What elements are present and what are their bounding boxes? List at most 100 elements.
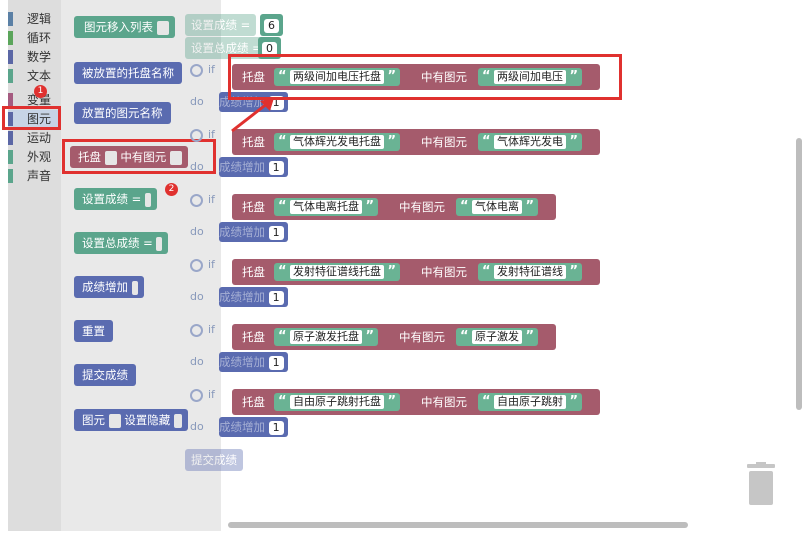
- element-name-field[interactable]: 原子激发: [472, 330, 523, 344]
- tray-text-block[interactable]: “ 原子激发托盘 ”: [274, 328, 379, 346]
- element-text-block[interactable]: “ 气体电离 ”: [456, 198, 539, 216]
- horizontal-scrollbar[interactable]: [228, 522, 688, 528]
- set-total-statement[interactable]: 设置总成绩 =: [185, 37, 268, 59]
- category-math[interactable]: 数学: [8, 48, 61, 66]
- tray-block-highlight: [62, 139, 216, 174]
- increase-value-field[interactable]: 1: [268, 355, 284, 370]
- tray-name-field[interactable]: 气体辉光发电托盘: [290, 135, 385, 149]
- reset-block[interactable]: 重置: [74, 320, 113, 342]
- category-elements[interactable]: 图元: [8, 110, 61, 128]
- element-text-block[interactable]: “ 两级间加电压 ”: [478, 68, 583, 86]
- increase-value-field[interactable]: 1: [268, 290, 284, 305]
- has-element-label: 中有图元: [421, 135, 467, 149]
- increase-value-field[interactable]: 1: [268, 160, 284, 175]
- category-label: 文本: [27, 69, 52, 83]
- element-name-field[interactable]: 气体辉光发电: [494, 135, 567, 149]
- tray-has-element-block[interactable]: 托盘 中有图元: [70, 146, 188, 168]
- tray-label: 托盘: [242, 395, 265, 409]
- score-increase-statement[interactable]: 成绩增加 1: [219, 352, 288, 372]
- if-label: if: [208, 258, 215, 271]
- category-label: 逻辑: [27, 12, 52, 26]
- trash-icon[interactable]: [746, 462, 776, 506]
- step-badge-1: 1: [34, 85, 47, 98]
- tray-label: 托盘: [242, 135, 265, 149]
- element-text-block[interactable]: “ 发射特征谱线 ”: [478, 263, 583, 281]
- arrow-icon: [231, 98, 274, 133]
- category-looks[interactable]: 外观: [8, 148, 61, 166]
- vertical-scrollbar[interactable]: [796, 138, 802, 410]
- category-motion[interactable]: 运动: [8, 129, 61, 147]
- set-score-value-block[interactable]: 6: [260, 14, 283, 36]
- gear-icon[interactable]: [190, 389, 203, 402]
- do-label: do: [190, 225, 204, 238]
- score-increase-statement[interactable]: 成绩增加 1: [219, 287, 288, 307]
- has-element-label: 中有图元: [399, 200, 445, 214]
- category-text[interactable]: 文本: [8, 67, 61, 85]
- gear-icon[interactable]: [190, 324, 203, 337]
- submit-score-statement[interactable]: 提交成绩: [185, 449, 243, 471]
- tray-name-field[interactable]: 气体电离托盘: [290, 200, 363, 214]
- tray-has-element-condition[interactable]: 托盘 “ 发射特征谱线托盘 ” 中有图元 “ 发射特征谱线 ”: [232, 259, 600, 285]
- tray-has-element-condition[interactable]: 托盘 “ 气体电离托盘 ” 中有图元 “ 气体电离 ”: [232, 194, 556, 220]
- has-element-label: 中有图元: [421, 70, 467, 84]
- tray-name-field[interactable]: 原子激发托盘: [290, 330, 363, 344]
- tray-has-element-condition[interactable]: 托盘 “ 两级间加电压托盘 ” 中有图元 “ 两级间加电压 ”: [232, 64, 600, 90]
- category-label: 图元: [27, 112, 52, 126]
- if-label: if: [208, 388, 215, 401]
- category-sound[interactable]: 声音: [8, 167, 61, 185]
- score-increase-statement[interactable]: 成绩增加 1: [219, 157, 288, 177]
- gear-icon[interactable]: [190, 259, 203, 272]
- do-label: do: [190, 160, 204, 173]
- step-badge-2: 2: [165, 183, 178, 196]
- gear-icon[interactable]: [190, 194, 203, 207]
- gear-icon[interactable]: [190, 129, 203, 142]
- elements-category-highlight: [2, 106, 61, 130]
- category-variables[interactable]: 变量: [8, 91, 61, 109]
- tray-has-element-condition[interactable]: 托盘 “ 原子激发托盘 ” 中有图元 “ 原子激发 ”: [232, 324, 556, 350]
- category-label: 声音: [27, 169, 52, 183]
- has-element-label: 中有图元: [399, 330, 445, 344]
- tray-label: 托盘: [242, 200, 265, 214]
- tray-text-block[interactable]: “ 气体电离托盘 ”: [274, 198, 379, 216]
- category-loops[interactable]: 循环: [8, 29, 61, 47]
- category-label: 循环: [27, 31, 52, 45]
- move-to-list-block[interactable]: 图元移入列表: [74, 16, 175, 38]
- element-text-block[interactable]: “ 自由原子跳射 ”: [478, 393, 583, 411]
- element-text-block[interactable]: “ 原子激发 ”: [456, 328, 539, 346]
- category-label: 外观: [27, 150, 52, 164]
- tray-has-element-condition[interactable]: 托盘 “ 气体辉光发电托盘 ” 中有图元 “ 气体辉光发电 ”: [232, 129, 600, 155]
- tray-text-block[interactable]: “ 两级间加电压托盘 ”: [274, 68, 401, 86]
- set-score-block[interactable]: 设置成绩 =: [74, 188, 157, 210]
- set-score-statement[interactable]: 设置成绩 =: [185, 14, 257, 36]
- category-logic[interactable]: 逻辑: [8, 10, 61, 28]
- element-name-field[interactable]: 发射特征谱线: [494, 265, 567, 279]
- element-name-field[interactable]: 自由原子跳射: [494, 395, 567, 409]
- score-increase-statement[interactable]: 成绩增加 1: [219, 417, 288, 437]
- set-total-score-block[interactable]: 设置总成绩 =: [74, 232, 169, 254]
- increase-value-field[interactable]: 1: [268, 225, 284, 240]
- tray-text-block[interactable]: “ 自由原子跳射托盘 ”: [274, 393, 401, 411]
- set-hidden-block[interactable]: 图元 设置隐藏: [74, 409, 188, 431]
- element-name-field[interactable]: 两级间加电压: [494, 70, 567, 84]
- score-increase-statement[interactable]: 成绩增加 1: [219, 222, 288, 242]
- set-total-value-block[interactable]: 0: [258, 37, 281, 59]
- do-label: do: [190, 290, 204, 303]
- category-label: 变量: [27, 93, 52, 107]
- increase-value-field[interactable]: 1: [268, 420, 284, 435]
- do-label: do: [190, 95, 204, 108]
- tray-has-element-condition[interactable]: 托盘 “ 自由原子跳射托盘 ” 中有图元 “ 自由原子跳射 ”: [232, 389, 600, 415]
- placed-element-name-block[interactable]: 放置的图元名称: [74, 102, 171, 124]
- do-label: do: [190, 420, 204, 433]
- tray-text-block[interactable]: “ 气体辉光发电托盘 ”: [274, 133, 401, 151]
- submit-score-block[interactable]: 提交成绩: [74, 364, 136, 386]
- score-increase-block[interactable]: 成绩增加: [74, 276, 144, 298]
- gear-icon[interactable]: [190, 64, 203, 77]
- element-text-block[interactable]: “ 气体辉光发电 ”: [478, 133, 583, 151]
- placed-tray-name-block[interactable]: 被放置的托盘名称: [74, 62, 182, 84]
- element-name-field[interactable]: 气体电离: [472, 200, 523, 214]
- if-label: if: [208, 193, 215, 206]
- tray-name-field[interactable]: 自由原子跳射托盘: [290, 395, 385, 409]
- tray-text-block[interactable]: “ 发射特征谱线托盘 ”: [274, 263, 401, 281]
- tray-name-field[interactable]: 两级间加电压托盘: [290, 70, 385, 84]
- tray-name-field[interactable]: 发射特征谱线托盘: [290, 265, 385, 279]
